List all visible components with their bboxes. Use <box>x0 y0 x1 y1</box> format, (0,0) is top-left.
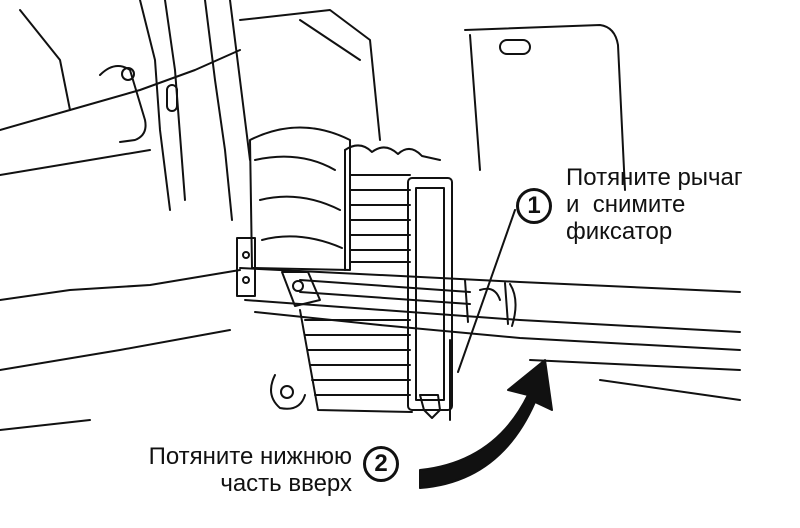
rail-ridge <box>299 279 471 305</box>
clip-pin <box>121 67 135 81</box>
filter-pleats-bottom <box>304 319 411 396</box>
bracket-bolt-top <box>242 251 250 259</box>
bracket-bolt-bottom <box>242 276 250 284</box>
callout-1-line-3: фиксатор <box>566 218 673 245</box>
upper-housing <box>239 9 381 141</box>
callout-1-text: Потяните рычаг и снимите фиксатор <box>566 164 743 245</box>
rail-bottom <box>244 299 741 333</box>
post-slot <box>166 84 178 112</box>
rail-clip <box>281 271 321 307</box>
duct-curve <box>254 155 343 249</box>
rail-clip-hole <box>292 280 304 292</box>
leader-line-1 <box>457 209 516 373</box>
rail-segment <box>464 279 517 327</box>
duct-housing <box>249 126 351 271</box>
rail-top <box>239 267 741 293</box>
filter-inner-frame <box>415 187 445 401</box>
left-frame <box>0 49 241 301</box>
left-lower-panel <box>0 329 231 431</box>
filter-latch <box>419 394 441 419</box>
rail-lower-edge <box>254 311 741 351</box>
lower-mount-hole <box>280 385 294 399</box>
callout-1-line-2: и снимите <box>566 191 686 218</box>
rail-end-detail <box>479 287 501 301</box>
callout-2-line-2: часть вверх <box>220 470 352 497</box>
callout-number-1-badge: 1 <box>516 188 552 224</box>
vertical-post-right <box>204 0 251 221</box>
filter-frame <box>407 177 453 411</box>
vertical-post-left <box>139 0 186 211</box>
lower-mount <box>270 374 306 410</box>
right-panel-outline <box>464 24 626 191</box>
right-panel-slot <box>499 39 531 55</box>
callout-2-text: Потяните нижнюю часть вверх <box>82 443 352 497</box>
left-bracket <box>0 9 151 176</box>
callout-2-line-1: Потяните нижнюю <box>148 443 352 470</box>
rail-bracket <box>236 237 256 297</box>
callout-1-line-1: Потяните рычаг <box>566 164 743 191</box>
clip-lever <box>99 65 147 143</box>
right-lower-panel <box>449 339 741 421</box>
right-panel-edge <box>469 34 481 171</box>
callout-number-2-badge: 2 <box>363 446 399 482</box>
filter-pleats-top <box>349 174 411 263</box>
filter-body-left <box>299 149 413 413</box>
filter-top-wavy <box>344 144 441 161</box>
action-arrow <box>419 359 553 489</box>
